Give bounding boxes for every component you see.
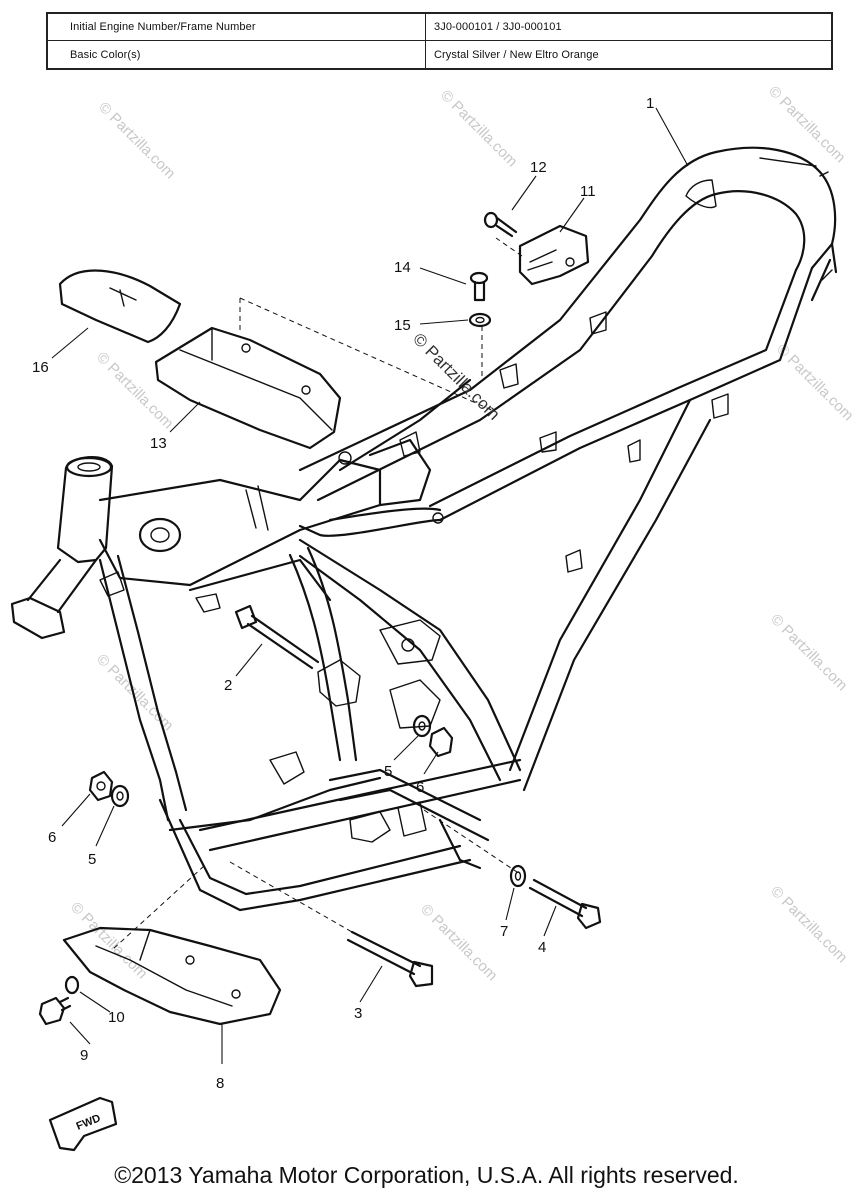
part-7-washer [509, 864, 527, 888]
part-12-bolt [483, 211, 518, 238]
part-13-cover [154, 326, 342, 450]
part-3-bolt [346, 930, 434, 988]
assembly-lines [111, 237, 523, 951]
watermark-center: © Partzilla.com [409, 329, 503, 423]
callout-9: 9 [80, 1047, 88, 1064]
callout-15: 15 [394, 317, 411, 334]
callout-13: 13 [150, 435, 167, 452]
engine-number-value: 3J0-000101 / 3J0-000101 [426, 14, 831, 41]
part-15-nut [468, 312, 492, 328]
watermark-tile: © Partzilla.com [67, 899, 150, 982]
part-11-bracket [518, 224, 590, 286]
callout-6-left: 6 [48, 829, 56, 846]
watermark-tile: © Partzilla.com [767, 611, 850, 694]
frame-body [10, 146, 838, 912]
part-8-skid-plate [62, 926, 282, 1026]
callout-3: 3 [354, 1005, 362, 1022]
watermark-tile: © Partzilla.com [765, 83, 848, 166]
callout-7: 7 [500, 923, 508, 940]
callout-5-left: 5 [88, 851, 96, 868]
part-14-bolt [469, 271, 489, 302]
fwd-arrow-icon: FWD [48, 1096, 118, 1152]
watermark-tile: © Partzilla.com [767, 883, 850, 966]
part-9-bolt [38, 996, 72, 1026]
engine-number-label: Initial Engine Number/Frame Number [48, 14, 426, 41]
watermark-tile: © Partzilla.com [773, 341, 853, 424]
callout-2: 2 [224, 677, 232, 694]
watermark-tiles: © Partzilla.com © Partzilla.com © Partzi… [67, 83, 853, 984]
callout-5-center: 5 [384, 763, 392, 780]
frame-info-table: Initial Engine Number/Frame Number 3J0-0… [46, 12, 833, 70]
callout-8: 8 [216, 1075, 224, 1092]
copyright-notice: ©2013 Yamaha Motor Corporation, U.S.A. A… [114, 1162, 739, 1188]
watermark-tile: © Partzilla.com [93, 349, 176, 432]
callout-11: 11 [580, 183, 596, 200]
part-2-bolt [234, 604, 320, 670]
callout-12: 12 [530, 159, 547, 176]
part-6-nut-center [428, 726, 454, 758]
watermark-tile: © Partzilla.com [95, 99, 178, 182]
callout-6-center: 6 [416, 779, 424, 796]
leader-lines [51, 107, 689, 1064]
watermark-tile: © Partzilla.com [437, 87, 520, 170]
part-10-washer [64, 975, 80, 995]
watermark-tile: © Partzilla.com [93, 651, 176, 734]
basic-color-label: Basic Color(s) [48, 41, 426, 68]
part-5-washer-center [412, 714, 432, 738]
part-4-bolt [528, 878, 602, 930]
callout-labels: 1 2 3 4 5 5 6 6 7 8 9 10 11 12 13 14 15 … [32, 95, 654, 1092]
callout-16: 16 [32, 359, 49, 376]
callout-14: 14 [394, 259, 411, 276]
callout-10: 10 [108, 1009, 125, 1026]
watermark-tile: © Partzilla.com [417, 901, 500, 984]
callout-1: 1 [646, 95, 654, 112]
part-5-washer-left [110, 784, 130, 808]
part-6-nut-left [88, 770, 114, 802]
callout-4: 4 [538, 939, 546, 956]
basic-color-value: Crystal Silver / New Eltro Orange [434, 48, 599, 61]
part-16-emblem [58, 269, 182, 344]
